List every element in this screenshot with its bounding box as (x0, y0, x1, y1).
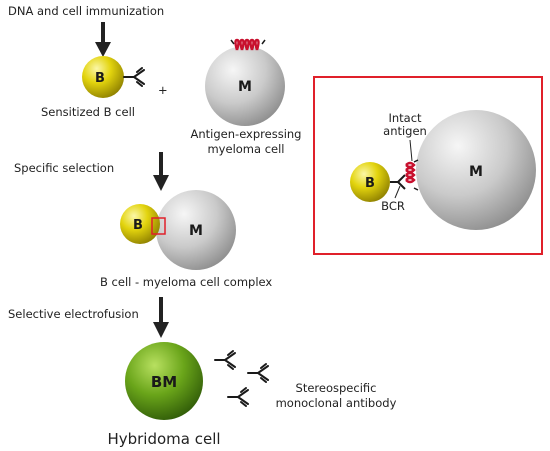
inset-m-letter: M (469, 164, 483, 180)
sensitized-b-label: Sensitized B cell (41, 105, 135, 119)
secreted-antibodies (214, 350, 269, 407)
hybridoma-cell: BM (125, 342, 203, 420)
myeloma-letter: M (238, 79, 252, 95)
complex-m-letter: M (189, 223, 203, 239)
specific-selection-label: Specific selection (14, 161, 114, 175)
plus-sign: + (158, 83, 168, 97)
antibody-label-line2: monoclonal antibody (276, 396, 397, 410)
b-cell-letter: B (95, 71, 105, 86)
antigen-icon (230, 38, 266, 51)
hybridoma-label: Hybridoma cell (107, 430, 220, 448)
inset-b-letter: B (365, 176, 375, 191)
complex-b-letter: B (133, 218, 143, 233)
immunization-label: DNA and cell immunization (8, 4, 164, 18)
antibody-icon (227, 387, 249, 407)
antibody-icon (214, 350, 236, 370)
intact-callout-line (409, 139, 413, 162)
zoom-inset: M B (313, 76, 543, 255)
myeloma-cell: M (205, 38, 285, 126)
antibody-label-line1: Stereospecific (296, 381, 377, 395)
hybridoma-letters: BM (151, 373, 177, 391)
myeloma-label-line1: Antigen-expressing (191, 127, 302, 141)
inset-bcr-icon (390, 174, 406, 190)
inset-antigen-icon (404, 159, 419, 191)
bcr-label: BCR (381, 199, 405, 213)
arrow-3 (153, 297, 169, 338)
antibody-icon (247, 363, 269, 383)
bcr-callout-line (394, 185, 401, 199)
bcr-antibody-icon (123, 67, 145, 87)
zoom-highlight-box (151, 217, 166, 235)
b-myeloma-complex: B M (120, 190, 236, 270)
intact-label-line1: Intact (388, 111, 422, 125)
electrofusion-label: Selective electrofusion (8, 307, 139, 321)
myeloma-label-line2: myeloma cell (207, 142, 284, 156)
complex-label: B cell - myeloma cell complex (100, 275, 272, 289)
arrow-2 (153, 152, 169, 191)
intact-label-line2: antigen (383, 124, 427, 138)
arrow-1 (95, 22, 111, 57)
sensitized-b-cell: B (82, 56, 145, 98)
